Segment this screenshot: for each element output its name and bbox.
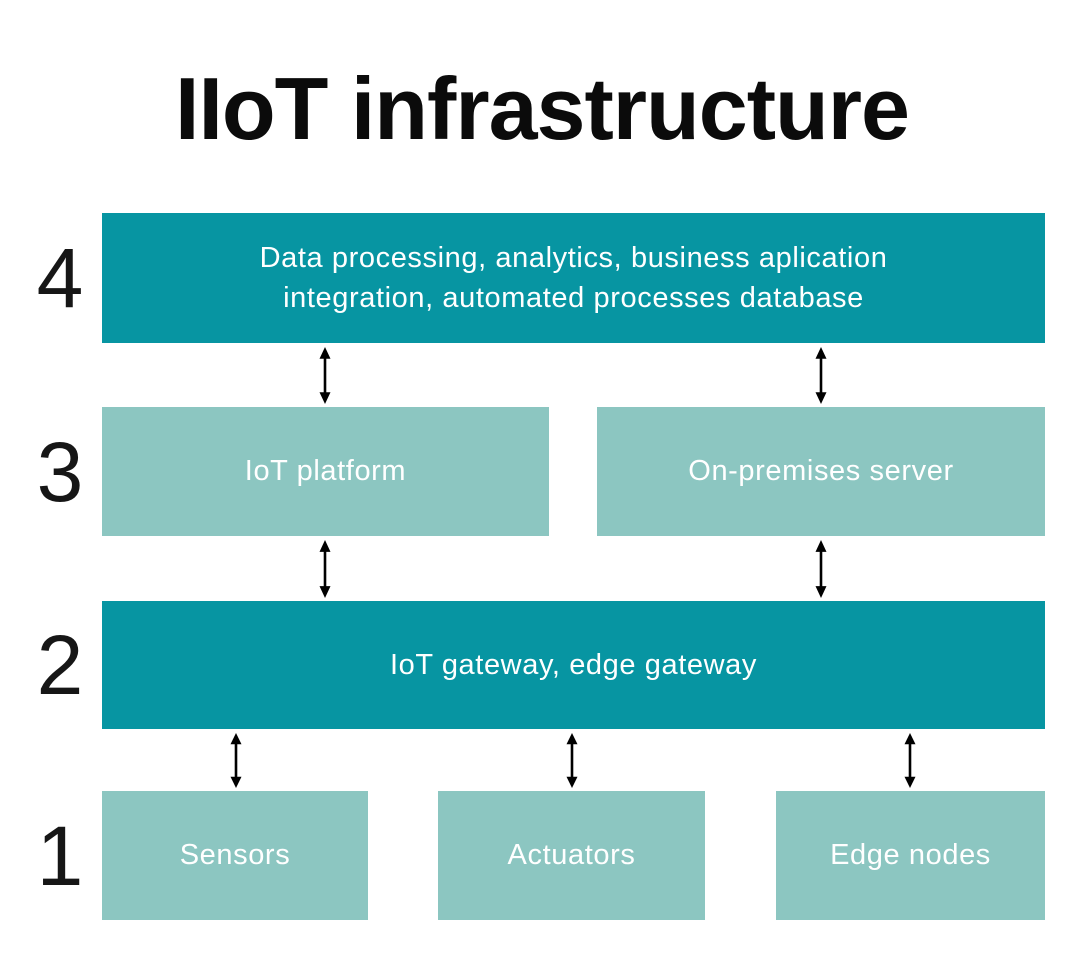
box-edge-nodes: Edge nodes [776,791,1045,920]
box-on-premises-server: On-premises server [597,407,1045,536]
double-arrow-icon [318,540,332,598]
layer-3-number: 3 [36,424,84,519]
double-arrow-icon [318,347,332,404]
double-arrow-icon [229,733,243,788]
box-iot-platform: IoT platform [102,407,549,536]
page-title: IIoT infrastructure [175,59,910,158]
double-arrow-icon [565,733,579,788]
double-arrow-icon [903,733,917,788]
layer-4-number: 4 [36,231,84,325]
box-sensors: Sensors [102,791,368,920]
box-actuators: Actuators [438,791,705,920]
box-iot-gateway: IoT gateway, edge gateway [102,601,1045,729]
layer-1-number: 1 [36,808,84,903]
double-arrow-icon [814,347,828,404]
double-arrow-icon [814,540,828,598]
box-data-processing: Data processing, analytics, business apl… [102,213,1045,343]
layer-2-number: 2 [36,618,84,712]
